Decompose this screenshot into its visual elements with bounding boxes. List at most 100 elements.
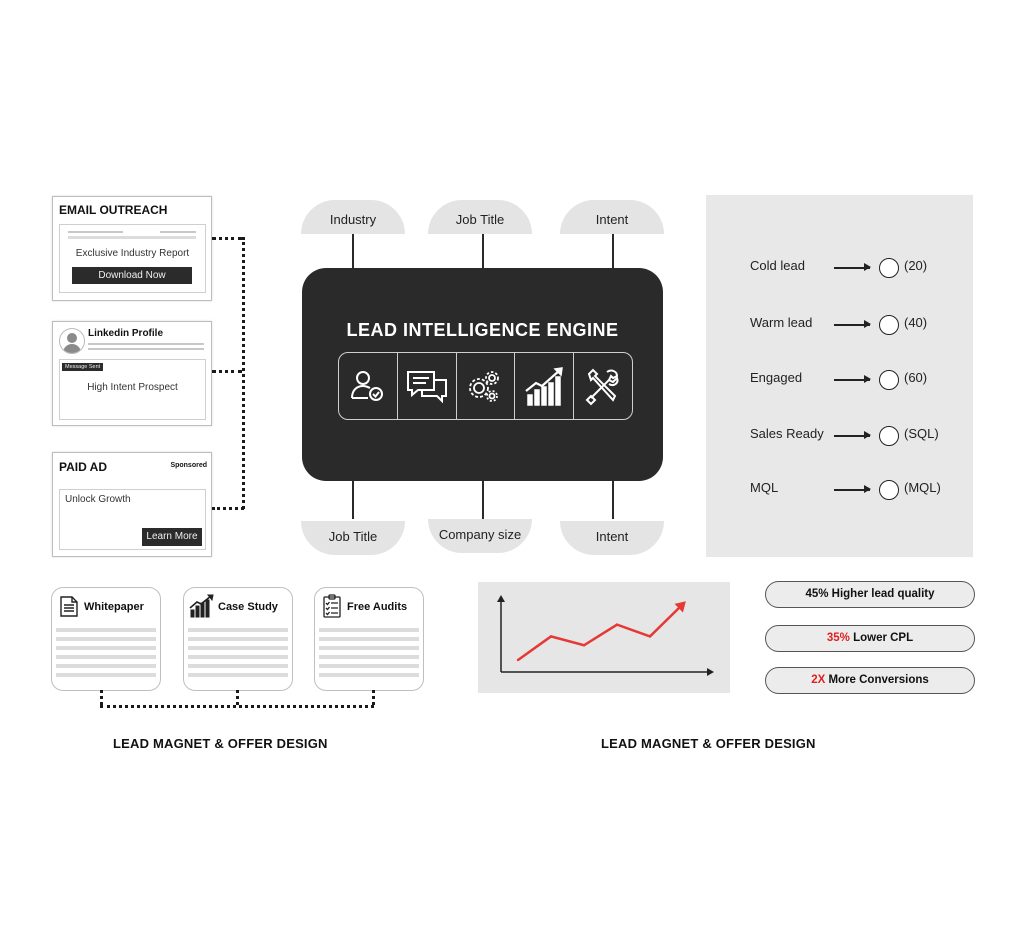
lead-label: Warm lead	[750, 315, 813, 330]
lead-row-engaged: Engaged (60)	[706, 370, 973, 390]
result-text: Lower CPL	[849, 632, 914, 644]
email-preview: Exclusive Industry Report Download Now	[59, 224, 206, 293]
email-line	[160, 231, 196, 233]
input-tab-industry: Industry	[301, 200, 405, 234]
user-check-icon	[339, 353, 398, 419]
email-outreach-card: EMAIL OUTREACH Exclusive Industry Report…	[52, 196, 212, 301]
series-line	[517, 603, 684, 662]
email-outreach-title: EMAIL OUTREACH	[59, 203, 168, 217]
message-sent-badge: Message Sent	[62, 363, 104, 371]
lead-magnet-free-audits: Free Audits	[314, 587, 424, 691]
data-point	[615, 623, 619, 626]
high-intent-prospect: High Intent Prospect	[87, 382, 178, 393]
growth-chart	[478, 582, 730, 693]
section-label-left: LEAD MAGNET & OFFER DESIGN	[113, 736, 328, 751]
chat-bubbles-icon	[398, 353, 457, 419]
avatar	[59, 328, 85, 354]
email-line	[68, 231, 123, 233]
profile-line	[88, 348, 204, 350]
paid-ad-card: PAID AD Sponsored Unlock Growth Learn Mo…	[52, 452, 212, 557]
input-tab-job-title-bottom: Job Title	[301, 521, 405, 555]
connector-line	[482, 481, 484, 519]
data-point	[516, 658, 520, 662]
gears-icon	[457, 353, 516, 419]
doc-lines	[319, 628, 419, 682]
input-tab-company-size: Company size	[428, 519, 532, 553]
connector-dots	[212, 370, 242, 373]
profile-line	[88, 343, 204, 345]
connector-dots	[242, 237, 245, 509]
connector-dots	[372, 690, 375, 705]
email-line	[68, 236, 196, 239]
lead-row-cold: Cold lead (20)	[706, 258, 973, 278]
growth-chart-icon	[515, 353, 575, 419]
result-pill-lower-cpl: 35% Lower CPL	[765, 625, 975, 652]
data-point	[549, 635, 553, 638]
arrow-right-icon	[834, 486, 871, 492]
connector-dots	[100, 705, 374, 708]
lead-row-sales-ready: Sales Ready (SQL)	[706, 426, 973, 446]
result-pill-lead-quality: 45% Higher lead quality	[765, 581, 975, 608]
lead-label: Engaged	[750, 370, 803, 385]
score-circle	[879, 370, 899, 390]
arrow-right-icon	[834, 376, 871, 382]
lead-label: Cold lead	[750, 258, 805, 273]
lead-row-warm: Warm lead (40)	[706, 315, 973, 335]
arrow-right-icon	[834, 264, 871, 270]
lead-score: (SQL)	[904, 426, 939, 441]
sponsored-label: Sponsored	[170, 462, 207, 469]
score-circle	[879, 315, 899, 335]
linkedin-card: Linkedin Profile Message Sent High Inten…	[52, 321, 212, 426]
connector-dots	[212, 507, 244, 510]
lead-score: (20)	[904, 258, 928, 273]
connector-line	[482, 234, 484, 268]
connector-dots	[236, 690, 239, 705]
free-audits-label: Free Audits	[347, 601, 408, 613]
connector-line	[352, 481, 354, 519]
lead-magnet-case-study: Case Study	[183, 587, 293, 691]
engine-icon-bar	[338, 352, 633, 420]
lead-label: MQL	[750, 480, 779, 495]
lead-label: Sales Ready	[750, 426, 824, 441]
connector-line	[612, 234, 614, 268]
checklist-icon	[323, 594, 341, 618]
score-circle	[879, 258, 899, 278]
lead-score: (MQL)	[904, 480, 941, 495]
line-chart	[497, 595, 714, 676]
linkedin-profile-title: Linkedin Profile	[88, 328, 164, 339]
section-label-right: LEAD MAGNET & OFFER DESIGN	[601, 736, 816, 751]
input-tab-job-title: Job Title	[428, 200, 532, 234]
bar-chart-icon	[189, 594, 214, 618]
doc-lines	[188, 628, 288, 682]
engine-title: LEAD INTELLIGENCE ENGINE	[346, 320, 619, 340]
download-now-button[interactable]: Download Now	[72, 267, 192, 284]
paid-ad-title: PAID AD	[59, 460, 107, 474]
score-circle	[879, 480, 899, 500]
result-pill-conversions: 2X More Conversions	[765, 667, 975, 694]
result-highlight: 2X	[811, 674, 826, 686]
linkedin-message: Message Sent High Intent Prospect	[59, 359, 206, 420]
case-study-label: Case Study	[218, 601, 278, 613]
email-report-text: Exclusive Industry Report	[75, 248, 190, 259]
trend-arrowhead	[674, 601, 686, 613]
learn-more-button[interactable]: Learn More	[142, 528, 202, 546]
result-text: 45% Higher lead quality	[805, 588, 935, 600]
connector-line	[352, 234, 354, 268]
chart-axes	[497, 595, 714, 676]
arrow-right-icon	[834, 321, 871, 327]
lead-magnet-whitepaper: Whitepaper	[51, 587, 161, 691]
lead-row-mql: MQL (MQL)	[706, 480, 973, 500]
connector-dots	[100, 690, 103, 705]
input-tab-intent: Intent	[560, 200, 664, 234]
lead-score: (60)	[904, 370, 928, 385]
score-circle	[879, 426, 899, 446]
tools-icon	[574, 353, 632, 419]
connector-dots	[212, 237, 242, 240]
lead-score: (40)	[904, 315, 928, 330]
result-text: More Conversions	[825, 674, 929, 686]
connector-line	[612, 481, 614, 519]
whitepaper-label: Whitepaper	[84, 601, 144, 613]
ad-body: Unlock Growth Learn More	[59, 489, 206, 550]
arrow-right-icon	[834, 432, 871, 438]
doc-lines	[56, 628, 156, 682]
